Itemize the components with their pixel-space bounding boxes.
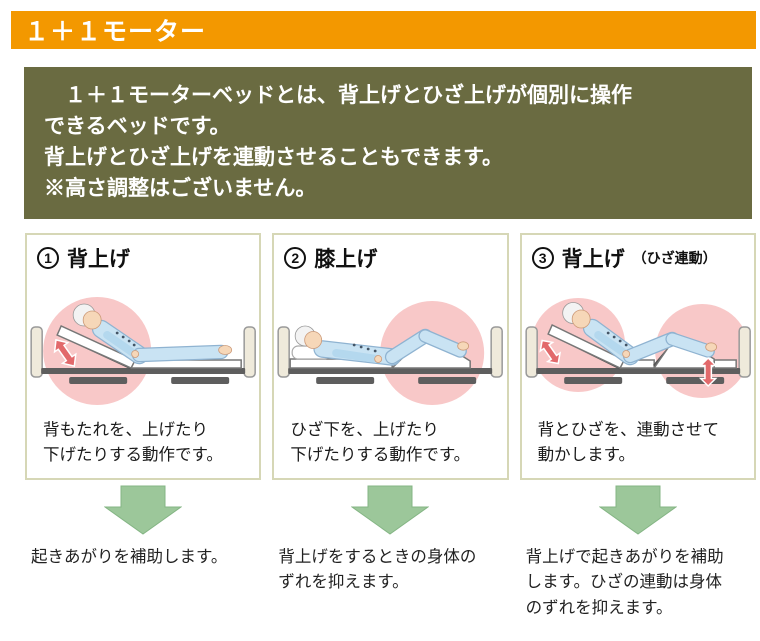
result-line: ずれを抑えます。: [278, 573, 409, 592]
card-knee-raise: 2 膝上げ: [272, 233, 509, 480]
card-description: 背とひざを、連動させて 動かします。: [522, 418, 754, 478]
arrow-cell: [272, 485, 508, 535]
card-title-label: 背上げ: [67, 248, 130, 272]
section-title-banner: １＋１モーター: [11, 11, 756, 49]
arrow-cell: [25, 485, 261, 535]
result-knee-raise: 背上げをするときの身体の ずれを抑えます。: [272, 545, 508, 622]
card-title: 1 背上げ: [27, 235, 259, 273]
card-number-badge: 3: [531, 247, 554, 270]
card-title-label: 膝上げ: [314, 248, 378, 272]
description-line: 下げたりする動作です。: [290, 446, 471, 465]
red-updown-arrow: [53, 339, 77, 368]
feature-cards-row: 1 背上げ: [25, 233, 756, 480]
green-down-arrow-icon: [351, 485, 430, 535]
description-line: 下げたりする動作です。: [43, 446, 223, 465]
card-title-label: 背上げ: [561, 248, 625, 272]
intro-line: ※高さ調整はございません。: [44, 177, 317, 201]
page-title: １＋１モーター: [24, 18, 207, 46]
description-line: 背とひざを、連動させて: [537, 421, 720, 440]
card-back-knee-linked: 3 背上げ （ひざ連動）: [519, 233, 756, 480]
card-back-raise: 1 背上げ: [25, 233, 262, 480]
intro-line: 背上げとひざ上げを連動させることもできます。: [44, 146, 504, 170]
card-title: 3 背上げ （ひざ連動）: [522, 235, 754, 273]
arrows-row: [25, 485, 756, 535]
card-title-suffix: （ひざ連動）: [632, 250, 717, 267]
bed-back-knee-linked-illustration: [525, 298, 751, 399]
result-line: のずれを抑えます。: [525, 598, 673, 617]
intro-line: １＋１モーターベッドとは、背上げとひざ上げが個別に操作: [44, 84, 632, 107]
intro-panel: １＋１モーターベッドとは、背上げとひざ上げが個別に操作 できるベッドです。 背上…: [24, 67, 752, 220]
card-number-badge: 1: [37, 247, 59, 270]
description-line: ひざ下を、上げたり: [290, 421, 439, 440]
result-back-knee-linked: 背上げで起きあがりを補助 します。ひざの連動は身体 のずれを抑えます。: [520, 545, 756, 622]
arrow-cell: [520, 485, 756, 535]
description-line: 背もたれを、上げたり: [43, 421, 208, 440]
green-down-arrow-icon: [104, 485, 183, 535]
result-line: 背上げで起きあがりを補助: [525, 547, 724, 566]
result-line: 起きあがりを補助します。: [31, 547, 228, 566]
description-line: 動かします。: [537, 446, 636, 465]
bed-back-raise-illustration: [30, 297, 256, 406]
results-row: 起きあがりを補助します。 背上げをするときの身体の ずれを抑えます。 背上げで起…: [25, 545, 756, 622]
green-down-arrow-icon: [598, 485, 677, 535]
red-updown-arrow: [698, 357, 718, 388]
card-description: ひざ下を、上げたり 下げたりする動作です。: [274, 418, 506, 478]
red-updown-arrow: [538, 339, 561, 365]
card-number-badge: 2: [284, 247, 307, 270]
intro-line: できるベッドです。: [44, 115, 231, 139]
result-back-raise: 起きあがりを補助します。: [25, 545, 261, 622]
bed-knee-raise-illustration: [277, 301, 504, 406]
card-title: 2 膝上げ: [274, 235, 506, 273]
card-description: 背もたれを、上げたり 下げたりする動作です。: [27, 418, 259, 478]
result-line: 背上げをするときの身体の: [278, 547, 477, 566]
result-line: します。ひざの連動は身体: [525, 573, 723, 592]
